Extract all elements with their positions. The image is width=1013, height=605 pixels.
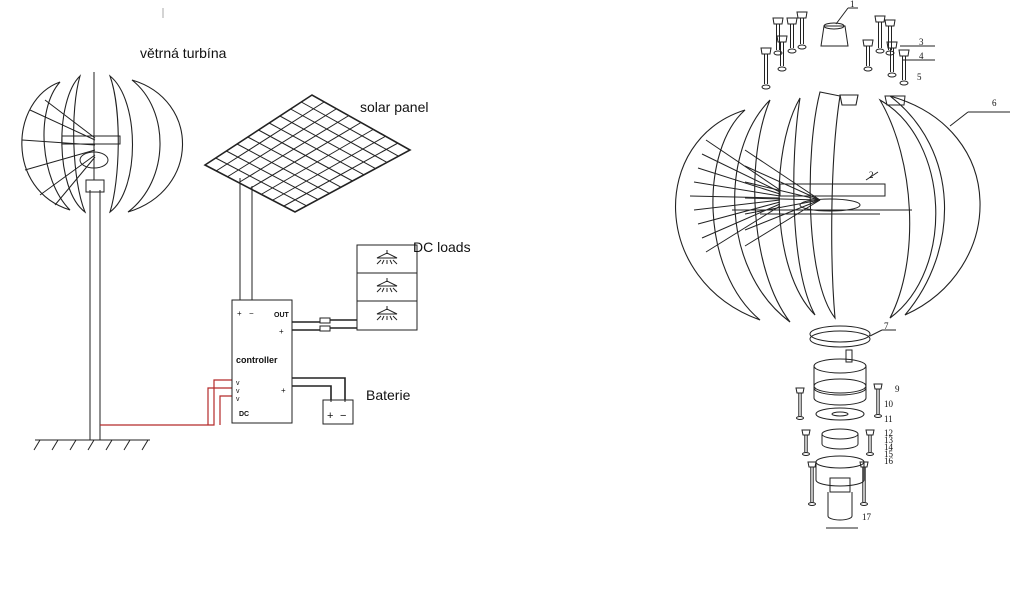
svg-text:+: + [281,386,286,395]
ground-symbol [33,439,150,451]
controller-label: controller [236,355,278,365]
controller-box: + − OUT + controller DC + v v v [231,299,293,424]
generator-stack [813,349,867,529]
svg-text:+: + [327,410,333,422]
dc-loads: DC loads [292,239,471,332]
top-bolts [760,11,910,90]
part-number: 7 [884,321,889,331]
part-number: 11 [884,414,893,424]
part-number: 1 [850,0,855,9]
solar-label: solar panel [360,99,429,115]
svg-text:v: v [236,396,240,403]
top-callouts: 1 3 4 5 [835,0,935,82]
part-number: 14 [884,442,894,452]
top-cap [820,22,849,47]
part-number: 6 [992,98,997,108]
lower-callouts: 9 10 11 12 13 14 15 16 17 [862,384,900,522]
turbine-pole [85,179,105,440]
part-number: 9 [895,384,900,394]
svg-text:−: − [340,410,346,422]
battery-label: Baterie [366,387,411,403]
part-number: 13 [884,435,894,445]
part-number: 15 [884,449,894,459]
part-number: 12 [884,428,893,438]
part-number: 2 [869,170,874,180]
out-label: OUT [274,312,290,319]
part-number: 4 [919,51,924,61]
battery: + − Baterie [292,377,411,425]
part-number: 17 [862,512,872,522]
rotor-blades: 2 6 [674,91,1010,323]
side-bolts [795,383,883,506]
flange-plate: 7 [809,321,896,348]
svg-text:v: v [236,388,240,395]
loads-label: DC loads [413,239,471,255]
exploded-view: 1 3 4 5 [674,0,1010,529]
part-number: 16 [884,456,894,466]
turbine-wiring [100,379,232,426]
wind-turbine: větrná turbína [21,45,227,214]
svg-text:+: + [279,327,284,336]
svg-text:+: + [237,309,242,318]
svg-text:v: v [236,380,240,387]
part-number: 3 [919,37,924,47]
part-number: 10 [884,399,894,409]
system-diagram: větrná turbína solar panel + − OUT + con… [21,8,471,451]
turbine-label: větrná turbína [140,45,227,61]
solar-panel: solar panel [203,94,429,300]
svg-text:−: − [249,309,254,318]
part-number: 5 [917,72,922,82]
dc-label: DC [239,411,249,418]
